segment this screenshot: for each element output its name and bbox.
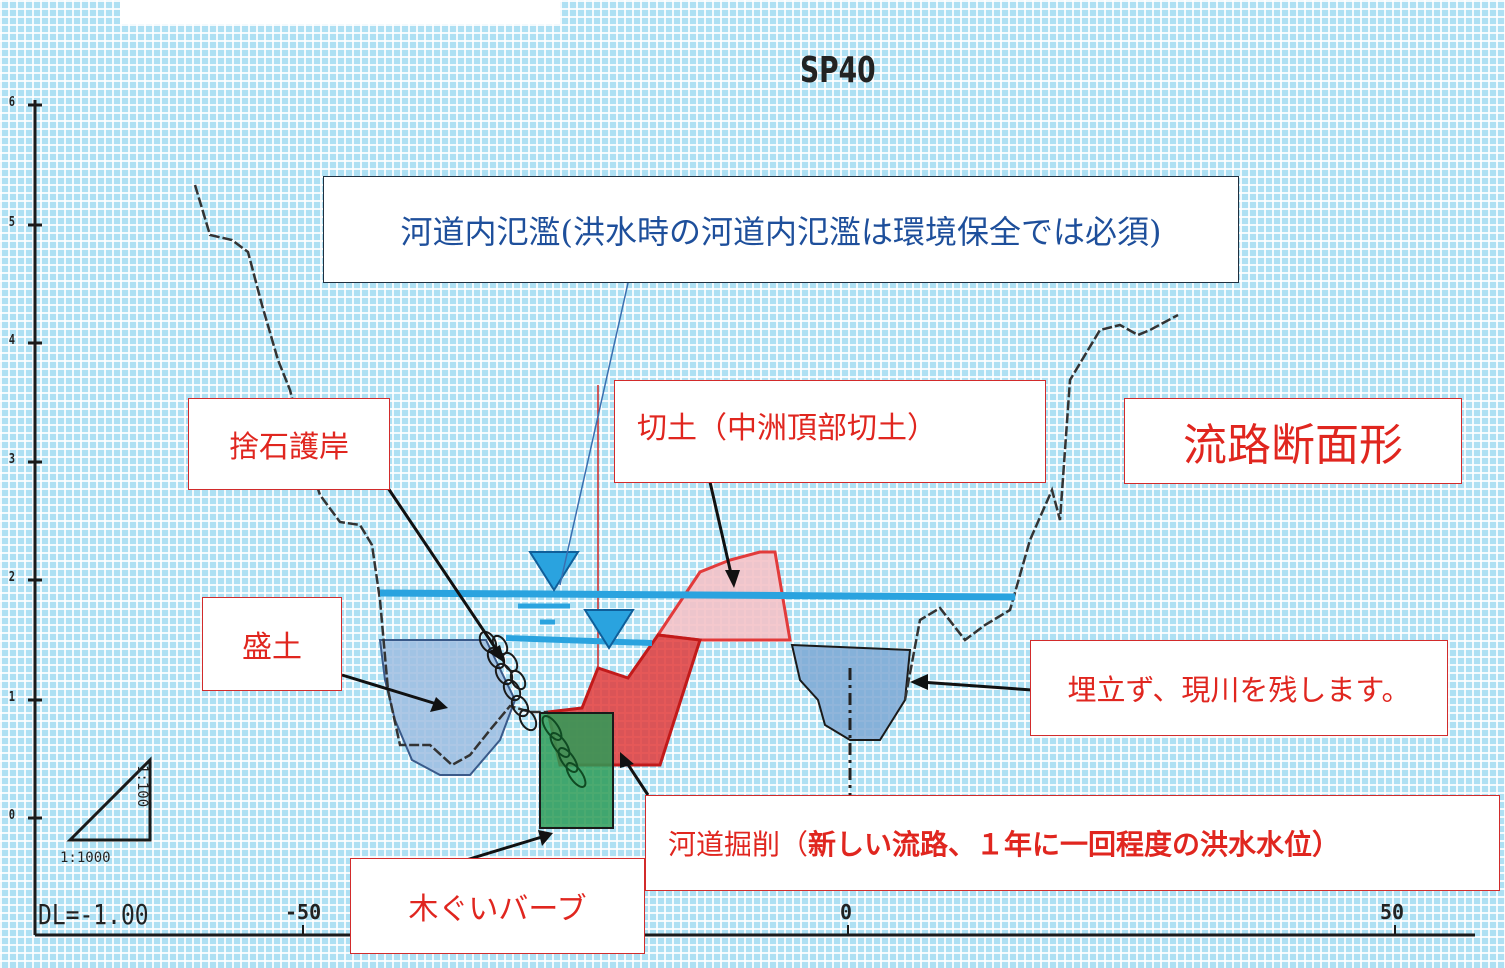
y-tick-6: 6 [8,95,16,110]
riprap-arrowhead [488,645,505,663]
dredge-pointer [623,759,650,796]
existing-river-fill [790,643,912,741]
flood-water-line [379,589,1016,601]
water-level-triangle-high [528,551,580,592]
y-tick-1: 1 [8,690,16,705]
embankment-callout: 盛土 [202,597,342,691]
inner-flooding-text: 河道内氾濫(洪水時の河道内氾濫は環境保全では必須) [400,212,1162,251]
wood-barb-box [539,712,614,829]
dredge-arrowhead [620,752,634,768]
y-tick-5: 5 [8,215,16,230]
cut-soil-callout: 切土（中洲頂部切土） [614,380,1046,483]
inner-flooding-callout: 河道内氾濫(洪水時の河道内氾濫は環境保全では必須) [323,176,1239,283]
flooding-pointer [559,282,629,586]
wood-barb-callout: 木ぐいバーブ [350,858,645,954]
scale-label-vertical: 1:100 [134,765,150,808]
wood-barb-text: 木ぐいバーブ [408,892,587,927]
riprap-stones [478,630,538,732]
embankment-arrowhead [430,697,448,712]
dredge-callout: 河道掘削（新しい流路、１年に一回程度の洪水水位） [645,795,1500,891]
channel-section-text: 流路断面形 [1183,420,1403,471]
y-tick-4: 4 [8,333,16,348]
keep-river-pointer [919,680,1033,692]
wood-barb-stakes [541,715,587,788]
keep-river-callout: 埋立ず、現川を残します。 [1030,640,1448,736]
scale-triangle [66,756,152,842]
embankment-pointer [341,673,441,707]
x-tick-0: 0 [840,900,853,924]
normal-water-line [505,635,653,646]
riprap-pointer [386,487,502,656]
riprap-text: 捨石護岸 [229,430,349,465]
y-tick-2: 2 [8,570,16,585]
keep-river-text: 埋立ず、現川を残します。 [1067,673,1411,707]
x-axis-ticks [302,925,1396,935]
y-tick-0: 0 [8,808,16,823]
embankment-fill [378,639,517,776]
cut-soil-arrowhead [725,570,740,588]
cut-soil-text: 切土（中洲頂部切土） [637,411,937,446]
x-tick-50: 50 [1380,900,1405,924]
riprap-callout: 捨石護岸 [188,398,390,490]
top-label-strip [120,0,560,24]
cut-soil-pointer [708,481,734,579]
x-tick-minus50: -50 [285,900,322,924]
scale-label-horizontal: 1:1000 [60,850,111,866]
chart-title: SP40 [800,50,876,91]
channel-section-callout: 流路断面形 [1124,398,1462,484]
embankment-text: 盛土 [242,630,302,665]
ground-profile-left [193,184,548,767]
dredge-emphasis-text: 新しい流路、１年に一回程度の洪水水位） [808,828,1341,861]
keep-river-arrowhead [910,674,928,690]
dredge-prefix-text: 河道掘削（ [668,828,809,861]
y-tick-3: 3 [8,452,16,467]
water-level-triangle-normal [583,609,635,650]
datum-label: DL=-1.00 [38,898,149,931]
y-axis-ticks [28,103,42,820]
barb-arrowhead [538,830,553,846]
ground-profile-right [903,313,1179,701]
